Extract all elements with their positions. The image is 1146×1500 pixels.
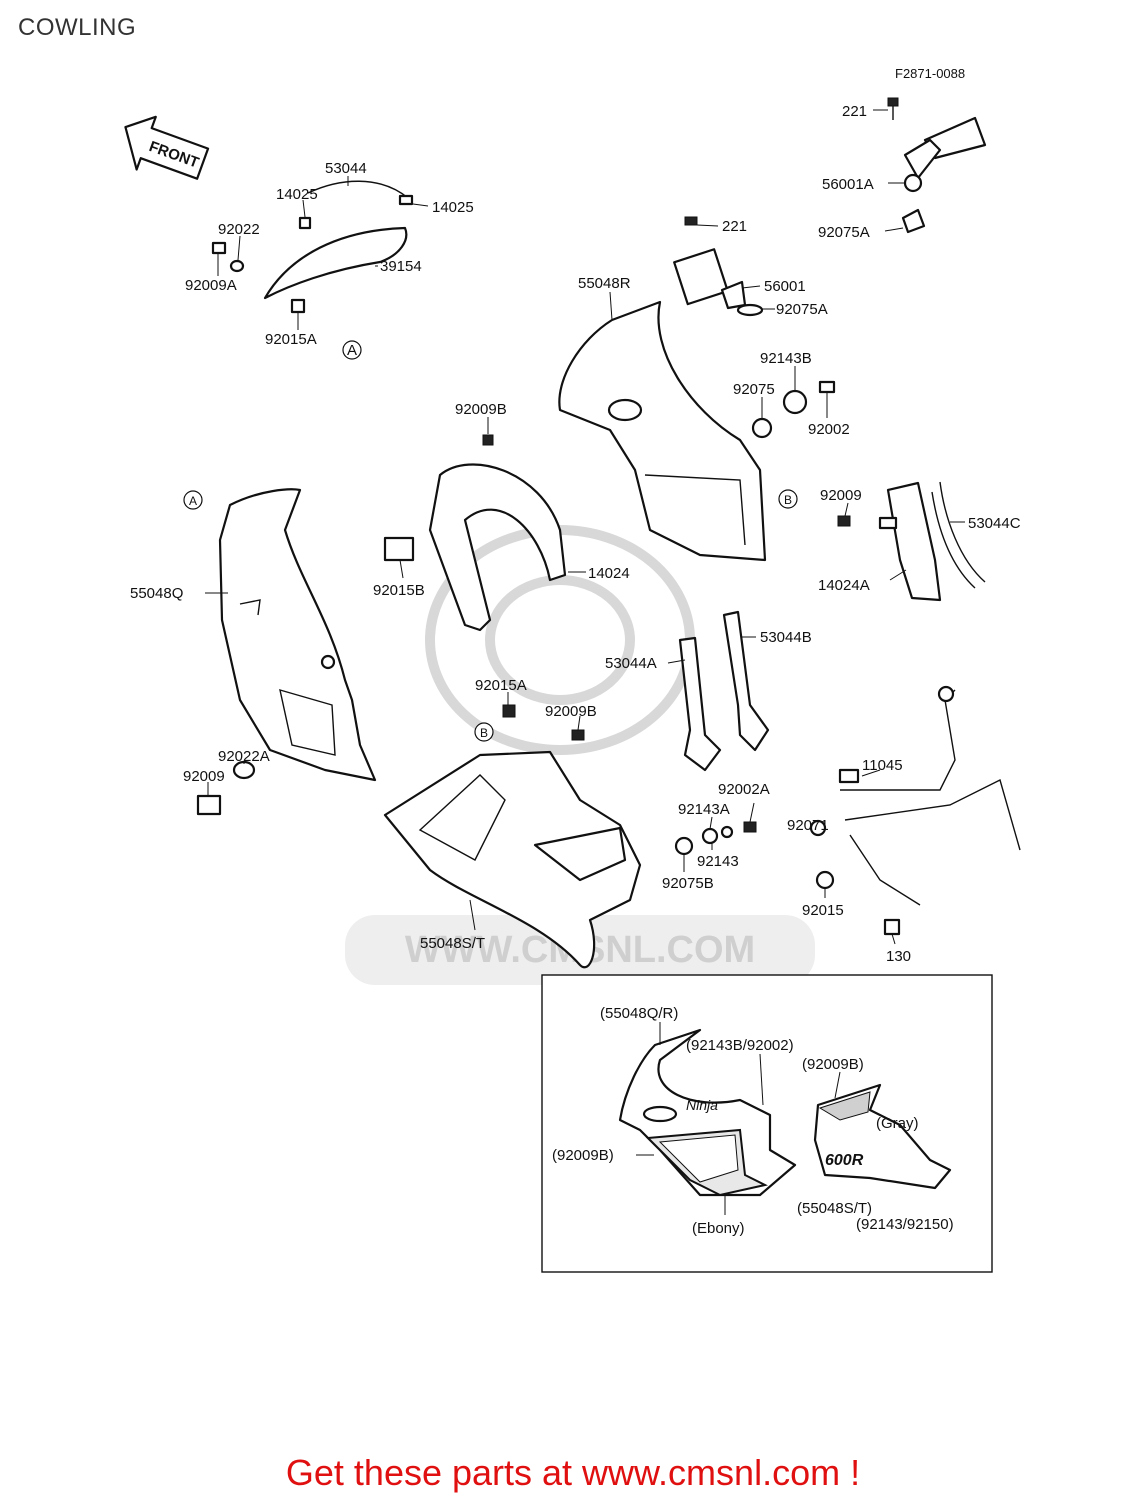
callout-a-top: A — [342, 340, 362, 360]
stays-53044 — [678, 610, 770, 772]
part-label: 92015A — [265, 331, 317, 348]
inset-label: (92009B) — [802, 1056, 864, 1073]
part-label: 14024A — [818, 577, 870, 594]
callout-a-side: A — [183, 490, 203, 510]
part-label: 92002 — [808, 421, 850, 438]
part-label: 221 — [722, 218, 747, 235]
part-label: 56001 — [764, 278, 806, 295]
part-label: 92009A — [185, 277, 237, 294]
part-label: 92015A — [475, 677, 527, 694]
part-label: 92075A — [818, 224, 870, 241]
front-arrow: FRONT — [124, 115, 210, 180]
svg-text:A: A — [189, 494, 197, 508]
part-label: 92143A — [678, 801, 730, 818]
callout-b-upper: B — [778, 489, 798, 509]
part-label: 55048Q — [130, 585, 183, 602]
part-label: 11045 — [862, 757, 903, 774]
part-label: 92009B — [455, 401, 507, 418]
part-label: 92143B — [760, 350, 812, 367]
part-label: 92075 — [733, 381, 775, 398]
svg-text:B: B — [784, 493, 792, 507]
part-label: 14025 — [432, 199, 474, 216]
part-label: 92015B — [373, 582, 425, 599]
inset-label: (92143/92150) — [856, 1216, 954, 1233]
part-label: 55048R — [578, 275, 631, 292]
inner-panel-14024 — [383, 434, 567, 632]
page-title: COWLING — [18, 14, 137, 41]
svg-text:B: B — [480, 726, 488, 740]
part-label: 55048S/T — [420, 935, 485, 952]
svg-text:A: A — [347, 342, 357, 359]
part-label: 92009 — [183, 768, 225, 785]
part-label: 221 — [842, 103, 867, 120]
part-label: 56001A — [822, 176, 874, 193]
mirror-56001a — [887, 97, 987, 234]
inset-label: (92009B) — [552, 1147, 614, 1164]
part-label: 39154 — [380, 258, 422, 275]
part-label: 92075A — [776, 301, 828, 318]
inset-label: (Ebony) — [692, 1220, 745, 1237]
figure-code: F2871-0088 — [895, 66, 965, 81]
part-label: 92009 — [820, 487, 862, 504]
part-label: 53044 — [325, 160, 367, 177]
part-label: 14024 — [588, 565, 630, 582]
windshield-39154 — [211, 180, 414, 314]
part-label: 53044C — [968, 515, 1021, 532]
part-label: 92075B — [662, 875, 714, 892]
part-label: 53044A — [605, 655, 657, 672]
stay-bracket-11045 — [674, 685, 1021, 936]
get-parts-link[interactable]: Get these parts at www.cmsnl.com ! — [285, 1452, 861, 1493]
inset-label: (55048Q/R) — [600, 1005, 678, 1022]
part-label: 92009B — [545, 703, 597, 720]
part-label: 92015 — [802, 902, 844, 919]
part-label: 92002A — [718, 781, 770, 798]
side-brace-14024a — [837, 481, 986, 602]
inset-label: (55048S/T) — [797, 1200, 872, 1217]
part-label: 53044B — [760, 629, 812, 646]
callout-b-lower: B — [474, 722, 494, 742]
decal-ninja: Ninja — [686, 1097, 718, 1113]
part-label: 92071 — [787, 817, 829, 834]
lower-cowl-55048st — [383, 704, 642, 969]
part-labels: 221 56001A 92075A 53044 14025 14025 9202… — [130, 103, 1021, 965]
part-label: 92022A — [218, 748, 270, 765]
side-cowling-55048q — [196, 488, 377, 816]
upper-cowling-55048r — [558, 216, 836, 562]
part-label: 92143 — [697, 853, 739, 870]
decal-model: 600R — [825, 1152, 864, 1169]
part-label: 92022 — [218, 221, 260, 238]
part-label: 130 — [886, 948, 911, 965]
color-variant-inset: Ninja 600R (55048Q/R) (92143B/92002) (92… — [541, 974, 993, 1273]
inset-label: (Gray) — [876, 1115, 919, 1132]
part-label: 14025 — [276, 186, 318, 203]
inset-label: (92143B/92002) — [686, 1037, 794, 1054]
